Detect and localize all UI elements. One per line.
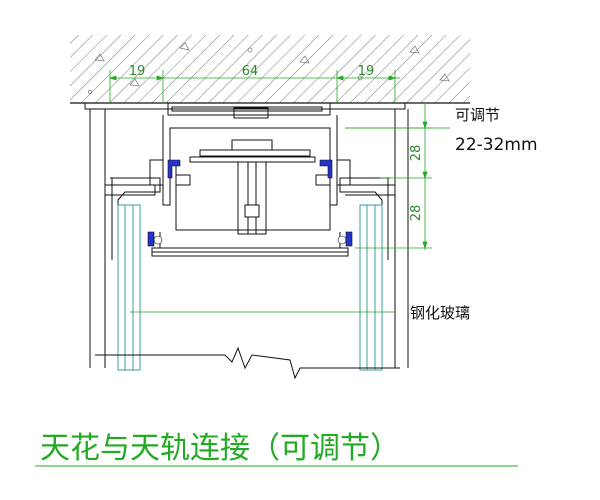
tempered-glass-panels	[117, 204, 383, 371]
top-rail-profile	[149, 103, 351, 257]
dim-top-right: 19	[358, 64, 375, 79]
dim-right-upper: 28	[409, 145, 424, 162]
label-adjustable: 可调节	[455, 106, 500, 124]
concrete-ceiling-slab	[70, 35, 470, 104]
label-tempered-glass: 钢化玻璃	[410, 304, 470, 322]
top-dimension-lines	[108, 70, 400, 103]
dim-right-lower: 28	[409, 205, 424, 222]
drawing-title: 天花与天轨连接（可调节）	[40, 431, 400, 466]
break-line	[95, 346, 400, 380]
dim-top-left: 19	[129, 64, 146, 79]
rubber-seals	[147, 159, 353, 247]
ceiling-board	[84, 102, 409, 368]
dim-top-middle: 64	[242, 64, 259, 79]
label-adjust-range: 22-32mm	[455, 135, 538, 155]
